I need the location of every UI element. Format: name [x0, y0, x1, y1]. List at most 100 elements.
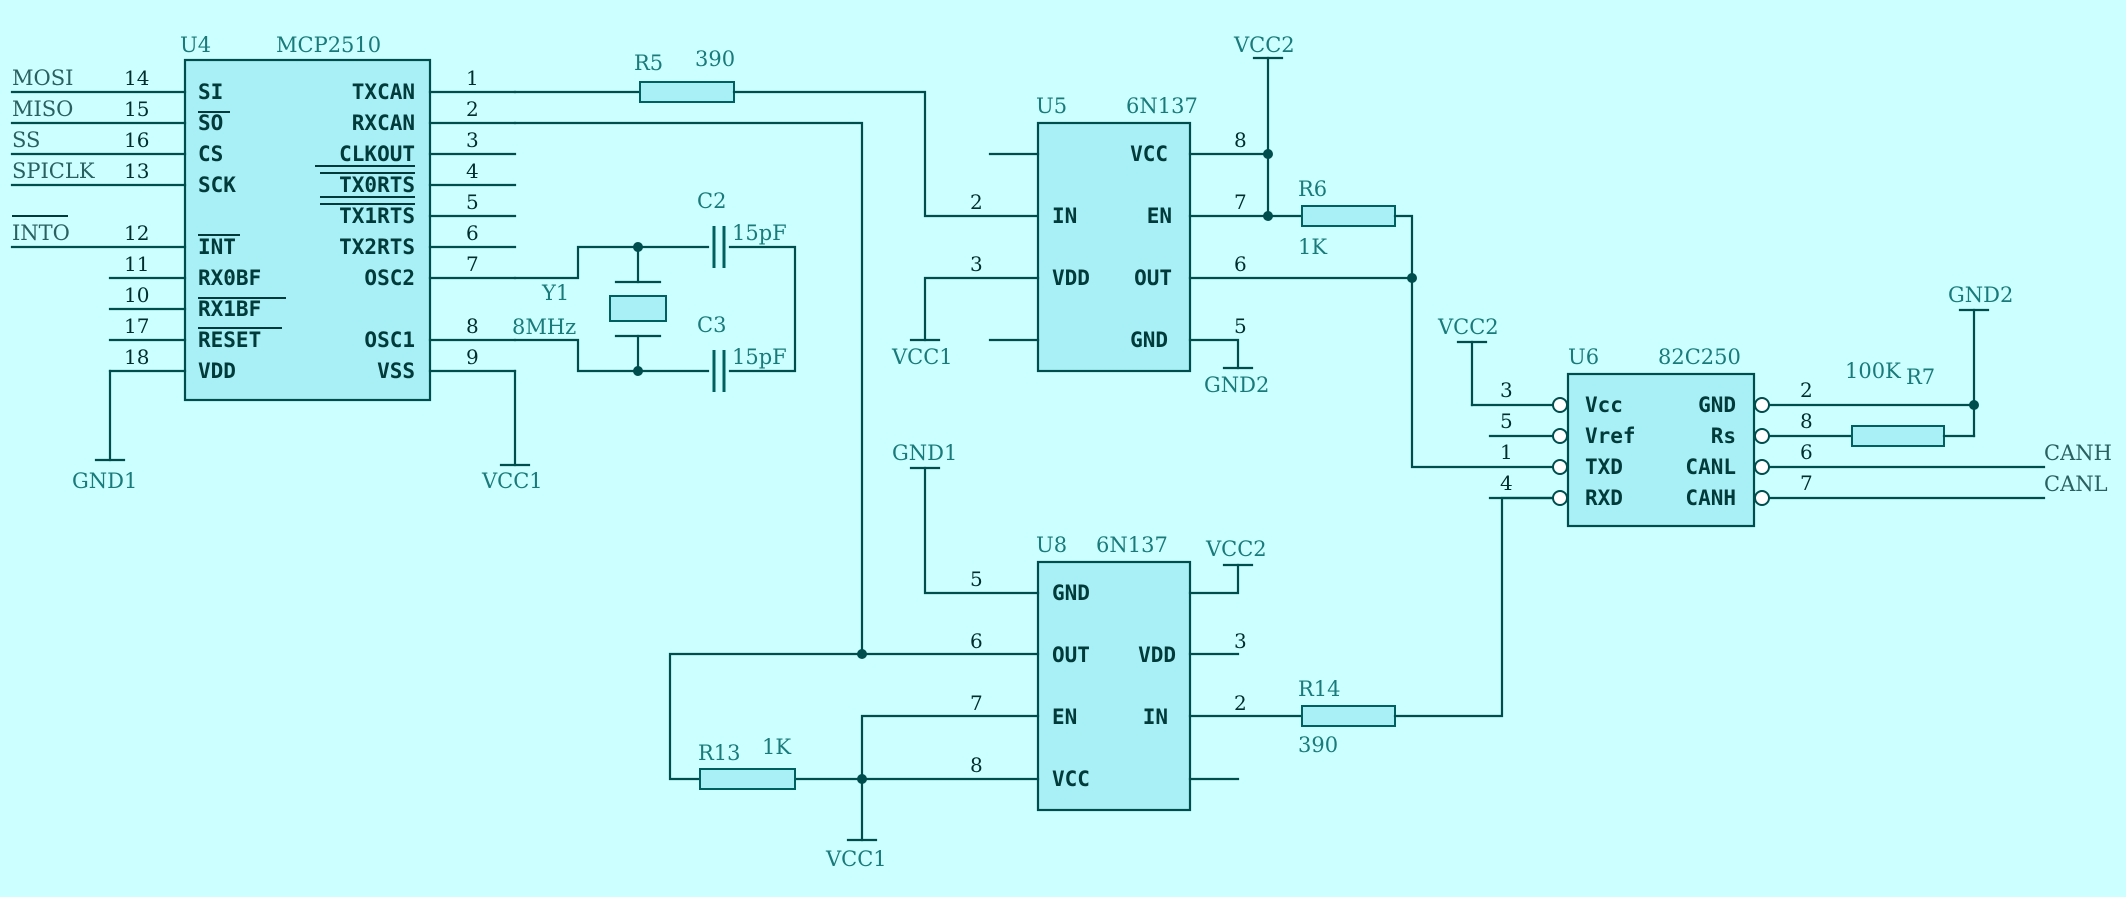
u5-pin-num: 5 — [1234, 314, 1247, 338]
u4-pin-name: RX0BF — [198, 266, 261, 290]
u4-pin-name: VDD — [198, 359, 236, 383]
u6-body — [1566, 372, 1756, 528]
u6-pin-num: 4 — [1500, 471, 1513, 495]
u6-ref: U6 — [1568, 345, 1599, 369]
u4-pin-name: VSS — [377, 359, 415, 383]
u4-pin-num: 9 — [466, 345, 479, 369]
signal-miso: MISO — [12, 97, 73, 121]
u5-pin-num: 8 — [1234, 128, 1247, 152]
r6-ref: R6 — [1298, 177, 1327, 201]
signal-mosi: MOSI — [12, 66, 73, 90]
u4-mcp2510: U4 MCP2510 MOSI MISO SS SPICLK INTO 14 1… — [10, 33, 543, 493]
u5-pin-name: GND — [1130, 328, 1168, 352]
u4-pin-num: 12 — [124, 221, 149, 245]
crystal-value: 8MHz — [512, 315, 576, 339]
u4-gnd-label: GND1 — [72, 469, 137, 493]
u5-gnd-label: GND2 — [1204, 373, 1269, 397]
u6-pin-num: 8 — [1800, 409, 1813, 433]
u4-pin-num: 11 — [124, 252, 149, 276]
r13-body — [699, 768, 796, 790]
canl-output-label: CANL — [2044, 472, 2108, 496]
u4-pin-num: 15 — [124, 97, 149, 121]
r7-body — [1851, 425, 1945, 447]
r5-body — [639, 81, 735, 103]
u8-pin-num: 5 — [970, 567, 983, 591]
u8-pin-name: OUT — [1052, 643, 1090, 667]
u8-vcc2-label: VCC2 — [1205, 537, 1267, 561]
u8-ref: U8 — [1036, 533, 1067, 557]
u6-pin-name: CANL — [1685, 455, 1736, 479]
u6-pin-num: 2 — [1800, 378, 1813, 402]
r6-value: 1K — [1298, 235, 1327, 259]
u4-pin-num: 2 — [466, 97, 479, 121]
c3-value: 15pF — [732, 345, 787, 369]
u6-pin-name: GND — [1698, 393, 1736, 417]
r14-value: 390 — [1298, 733, 1338, 757]
u8-6n137: U8 6N137 GND OUT EN VCC VDD IN 5 6 7 8 3… — [668, 441, 1304, 871]
u8-gnd-label: GND1 — [892, 441, 957, 465]
u4-part: MCP2510 — [276, 33, 381, 57]
u6-pin-name: TXD — [1585, 455, 1623, 479]
u4-body — [183, 58, 432, 402]
u4-pin-name: SI — [198, 80, 223, 104]
r7-resistor: 100K R7 — [1845, 359, 1976, 447]
u4-pin-num: 4 — [466, 159, 479, 183]
u6-pin-num: 6 — [1800, 440, 1813, 464]
u4-pin-name: RX1BF — [198, 297, 261, 321]
c2-ref: C2 — [697, 189, 726, 213]
u6-pin-name: CANH — [1685, 486, 1736, 510]
u5-pin-name: VCC — [1130, 142, 1168, 166]
u5-pin-name: OUT — [1134, 266, 1172, 290]
u8-pin-name: VDD — [1138, 643, 1176, 667]
u8-pin-name: VCC — [1052, 767, 1090, 791]
r7-value: 100K — [1845, 359, 1901, 383]
u4-pin-name: OSC1 — [364, 328, 415, 352]
u5-part: 6N137 — [1126, 94, 1198, 118]
u4-pin-name: TX0RTS — [339, 173, 415, 197]
u6-pin-name: RXD — [1585, 486, 1623, 510]
r14-ref: R14 — [1298, 677, 1341, 701]
u4-pin-num: 18 — [124, 345, 149, 369]
u8-pin-num: 2 — [1234, 691, 1247, 715]
u6-pin-num: 5 — [1500, 409, 1513, 433]
signal-spiclk: SPICLK — [12, 159, 95, 183]
u4-pin-name: INT — [198, 235, 236, 259]
u4-pin-name: RXCAN — [352, 111, 415, 135]
crystal-ref: Y1 — [541, 281, 569, 305]
u4-pin-num: 17 — [124, 314, 149, 338]
u6-pin-num: 1 — [1500, 440, 1513, 464]
u4-pin-num: 14 — [124, 66, 149, 90]
u4-pin-name: RESET — [198, 328, 261, 352]
c2-value: 15pF — [732, 221, 787, 245]
u6-gnd-label: GND2 — [1948, 283, 2013, 307]
u4-pin-name: OSC2 — [364, 266, 415, 290]
r6-resistor: R6 1K — [1298, 177, 1554, 469]
u6-pin-num: 3 — [1500, 378, 1513, 402]
u5-pin-name: EN — [1147, 204, 1172, 228]
u6-82c250: U6 82C250 3 5 1 4 Vcc Vref TXD RXD 2 8 6… — [1437, 283, 2112, 528]
u5-pin-num: 2 — [970, 190, 983, 214]
u6-pin-name: Vcc — [1585, 393, 1623, 417]
r13-resistor: R13 1K — [698, 735, 796, 790]
u5-pin-num: 3 — [970, 252, 983, 276]
u4-pin-name: CS — [198, 142, 223, 166]
c3-ref: C3 — [697, 313, 726, 337]
u8-pin-num: 6 — [970, 629, 983, 653]
u5-6n137: U5 6N137 IN VDD VCC EN OUT GND 2 3 8 7 6… — [891, 33, 1414, 397]
canh-output-label: CANH — [2044, 441, 2112, 465]
u6-vcc-label: VCC2 — [1437, 315, 1499, 339]
r6-body — [1301, 205, 1396, 227]
u4-pin-num: 1 — [466, 66, 479, 90]
r7-ref: R7 — [1906, 365, 1935, 389]
u5-pin-name: VDD — [1052, 266, 1090, 290]
u5-pin-num: 7 — [1234, 190, 1247, 214]
r14-resistor: R14 390 — [1298, 496, 1554, 757]
u4-pin-name: TX2RTS — [339, 235, 415, 259]
u8-part: 6N137 — [1096, 533, 1168, 557]
u8-pin-num: 8 — [970, 753, 983, 777]
r14-body — [1301, 705, 1396, 727]
u5-vcc1-label: VCC1 — [891, 345, 953, 369]
r13-ref: R13 — [698, 741, 741, 765]
u8-pin-name: IN — [1143, 705, 1168, 729]
